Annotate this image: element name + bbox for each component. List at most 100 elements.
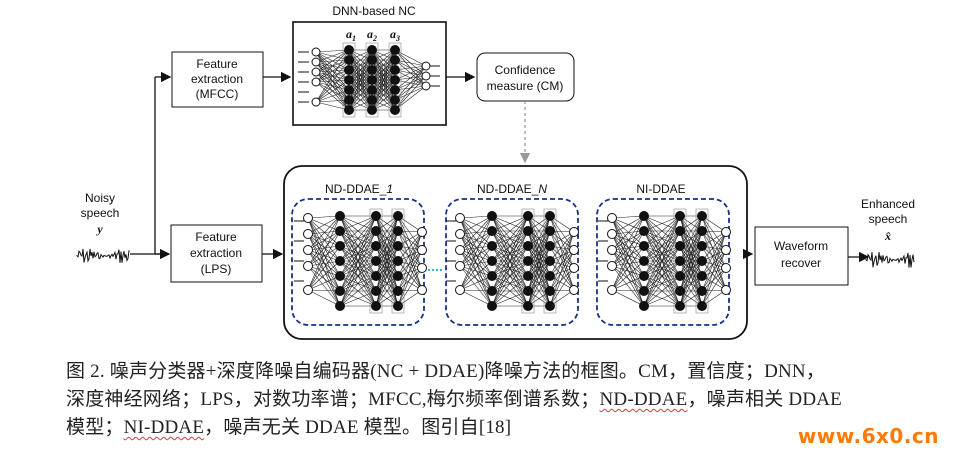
hidden-node	[390, 85, 400, 95]
hidden-node	[393, 271, 403, 281]
hidden-node	[545, 226, 555, 236]
hidden-node	[487, 286, 497, 296]
io-node	[417, 227, 427, 237]
layer-a2-label: a2	[367, 27, 377, 43]
caption-line-3: 模型；NI-DDAE，噪声无关 DDAE 模型。图引自[18]	[66, 417, 512, 438]
hidden-node	[344, 75, 354, 85]
hidden-node	[335, 301, 345, 311]
dnn-nc-network	[298, 42, 440, 118]
feature-extraction-mfcc-box: Feature extraction (MFCC)	[171, 51, 264, 108]
mfcc-line2: extraction	[191, 72, 243, 86]
hidden-node	[344, 95, 354, 105]
hidden-node	[390, 95, 400, 105]
ni-ddae-title: NI-DDAE	[636, 182, 685, 196]
hidden-node	[697, 256, 707, 266]
hidden-node	[697, 226, 707, 236]
io-node	[607, 245, 617, 255]
hidden-node	[367, 95, 377, 105]
caption-line-1: 图 2. 噪声分类器+深度降噪自编码器(NC + DDAE)降噪方法的框图。CM…	[66, 361, 826, 382]
io-node	[303, 229, 313, 239]
hidden-node	[344, 55, 354, 65]
hidden-node	[545, 211, 555, 221]
hidden-node	[371, 256, 381, 266]
hidden-node	[639, 301, 649, 311]
io-node	[311, 57, 321, 67]
hidden-node	[523, 301, 533, 311]
hidden-node	[675, 301, 685, 311]
hidden-node	[367, 105, 377, 115]
confidence-measure-box: Confidence measure (CM)	[476, 52, 575, 102]
enhanced-speech-label: Enhanced speech x̂	[861, 197, 915, 243]
caption-line-2: 深度神经网络；LPS，对数功率谱；MFCC,梅尔频率倒谱系数；ND-DDAE，噪…	[66, 389, 842, 410]
mfcc-line1: Feature	[196, 57, 238, 71]
hidden-node	[487, 241, 497, 251]
hidden-node	[390, 75, 400, 85]
hidden-node	[371, 301, 381, 311]
hidden-node	[367, 45, 377, 55]
enhanced-waveform	[865, 252, 915, 268]
io-node	[417, 245, 427, 255]
io-node	[569, 227, 579, 237]
hidden-node	[371, 271, 381, 281]
hidden-node	[344, 85, 354, 95]
io-node	[455, 245, 465, 255]
dnn-nc-title: DNN-based NC	[332, 4, 416, 18]
io-node	[303, 213, 313, 223]
io-node	[303, 261, 313, 271]
cm-line1: Confidence	[495, 63, 556, 77]
layer-a1-label: a1	[346, 27, 356, 43]
ni-ddae-network	[598, 208, 731, 314]
io-node	[721, 245, 731, 255]
hidden-node	[487, 211, 497, 221]
hidden-node	[393, 256, 403, 266]
hidden-node	[390, 105, 400, 115]
nd-ddae-1-title: ND-DDAE_1	[325, 182, 393, 196]
hidden-node	[697, 271, 707, 281]
io-node	[569, 245, 579, 255]
io-node	[417, 263, 427, 273]
feature-extraction-lps-box: Feature extraction (LPS)	[170, 224, 263, 283]
io-node	[607, 229, 617, 239]
hidden-node	[335, 256, 345, 266]
hidden-node	[367, 75, 377, 85]
hidden-node	[367, 65, 377, 75]
waveform-line2: recover	[781, 256, 821, 270]
hidden-node	[335, 271, 345, 281]
io-node	[417, 285, 427, 295]
hidden-node	[393, 211, 403, 221]
io-node	[303, 285, 313, 295]
io-node	[569, 285, 579, 295]
io-node	[607, 261, 617, 271]
hidden-node	[371, 241, 381, 251]
hidden-node	[545, 241, 555, 251]
nd-ddae-n-network	[446, 208, 579, 314]
hidden-node	[487, 301, 497, 311]
noisy-line2: speech	[81, 206, 120, 220]
io-node	[311, 77, 321, 87]
hidden-node	[371, 226, 381, 236]
hidden-node	[335, 241, 345, 251]
enhanced-line1: Enhanced	[861, 197, 915, 211]
hidden-node	[335, 286, 345, 296]
io-node	[569, 263, 579, 273]
io-node	[455, 285, 465, 295]
hidden-node	[523, 286, 533, 296]
waveform-line1: Waveform	[774, 239, 828, 253]
hidden-node	[523, 211, 533, 221]
noisy-waveform	[76, 248, 130, 263]
hidden-node	[697, 286, 707, 296]
hidden-node	[523, 226, 533, 236]
hidden-node	[371, 211, 381, 221]
hidden-node	[523, 241, 533, 251]
io-node	[455, 213, 465, 223]
noisy-symbol: y	[95, 222, 103, 236]
hidden-node	[545, 301, 555, 311]
enhanced-line2: speech	[869, 212, 908, 226]
hidden-node	[367, 55, 377, 65]
hidden-node	[545, 256, 555, 266]
lps-line1: Feature	[195, 230, 237, 244]
hidden-node	[639, 256, 649, 266]
enhanced-symbol: x̂	[884, 229, 891, 243]
hidden-node	[675, 271, 685, 281]
hidden-node	[344, 65, 354, 75]
